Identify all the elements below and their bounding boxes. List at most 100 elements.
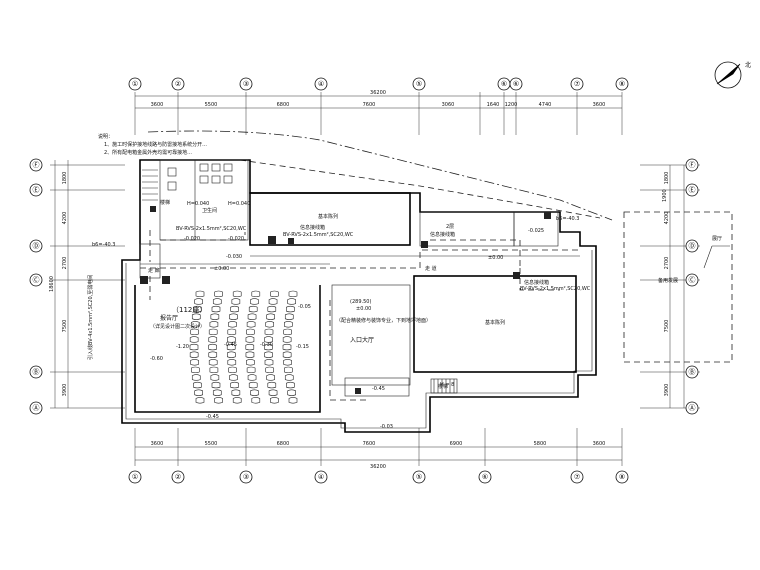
dims-left: 18600 3900 7500 2700 4200 1800 [49,160,125,409]
seat-icon [248,381,258,389]
seat-icon [191,374,201,381]
dim-left-seg: 2700 [62,257,68,270]
room-stair: 楼梯 [160,199,170,206]
seat-icon [286,305,295,313]
elev-g: -0.60 [150,356,163,362]
seat-icon [288,397,298,404]
dim-top-seg: 5500 [205,102,218,108]
dim-right-seg: 2700 [664,257,670,270]
seat-icon [230,305,239,313]
elev-lobby-2: ±0.00 [356,306,371,312]
seat-icon [283,328,292,336]
dim-top-seg: 7600 [363,102,376,108]
elev-l: -0.45 [206,414,219,420]
wiring-runs [140,230,580,401]
box-label-1: 信息接线箱 [300,224,325,231]
dim-bottom-seg: 3600 [151,441,164,447]
box-label-3: 信息接线箱 [524,279,549,286]
seat-icon [282,343,292,351]
dim-left-overall: 18600 [49,276,55,292]
dim-bottom-seg: 5800 [534,441,547,447]
room-extra: 展厅 [712,236,722,242]
seat-icon [264,328,274,336]
dims-bottom: 3600 5500 6800 7600 6900 5800 3600 36200 [134,428,623,470]
dim-right-seg: 1800 [664,172,670,185]
seat-icon [264,343,273,351]
dim-bottom-seg: 3600 [593,441,606,447]
room-lecture-hall-note: （112座） [172,305,206,314]
seat-icon [247,374,257,381]
seat-icon [191,321,200,328]
grid-col-label: ⑦ [574,473,580,481]
seat-icon [264,351,273,358]
annotations: (289.50) ±0.00 （配合精装修与装饰专业，下到地坪地面） -0.02… [87,189,668,430]
grid-col-label: ⑦ [574,80,580,88]
grid-row-label: Ⓕ [689,161,696,169]
seat-icon [231,298,241,305]
grid-col-label: ⑥ [501,80,507,88]
seat-icon [195,397,205,404]
room-lobby: 入口大厅 [350,336,374,344]
seat-icon [210,313,220,320]
elev-p: -0.45 [372,386,385,392]
cable-1: BV-RVS-2x1.5mm²,SC20,WC [176,226,247,232]
grid-row-label: Ⓒ [33,276,40,284]
grid-col-label: ④ [318,473,324,481]
seat-icon [227,328,237,336]
grid-row-label: Ⓒ [689,276,696,284]
elev-d: H=0.040 [228,201,250,207]
seat-icon [287,298,296,305]
elev-n: ±0.00 [488,255,503,261]
grid-bubbles-bottom: ① ② ③ ④ ⑤ ⑥ ⑦ ⑧ [128,470,629,484]
grid-row-label: Ⓔ [689,186,696,194]
grid-col-label: ⑧ [619,80,625,88]
grid-row-label: Ⓔ [33,186,40,194]
seat-icon [245,336,255,343]
seat-icon [288,290,298,298]
seat-icon [193,305,202,313]
grid-row-label: Ⓕ [33,161,40,169]
seat-icon [191,366,200,374]
notes-heading: 说明： [98,133,113,140]
elev-e: ±0.00 [214,266,229,272]
site-boundary [147,130,613,221]
seat-icon [194,298,203,305]
grid-col-label: ⑧ [619,473,625,481]
seat-icon [282,351,292,358]
seat-icon [227,336,236,343]
dim-top-seg: 1200 [505,102,518,108]
dim-top-seg: 3600 [151,102,164,108]
grid-col-label: ② [175,473,181,481]
seat-icon [265,321,275,328]
dim-top-seg: 6800 [277,102,290,108]
seat-icon [270,290,279,298]
seat-icon [265,366,275,374]
seat-icon [284,321,293,328]
seat-icon [251,397,261,404]
seat-icon [286,381,295,389]
dim-top-overall: 36200 [370,90,386,96]
dim-top-seg: 3600 [593,102,606,108]
grid-row-label: Ⓑ [33,368,40,376]
seat-icon [287,389,296,396]
seat-icon [283,359,292,366]
seat-icon [208,328,218,336]
grid-bubbles-top: ① ② ③ ④ ⑤ ⑥ ⑥ ⑦ ⑧ [128,77,629,91]
seat-icon [267,305,277,313]
seat-icon [232,397,242,404]
seat-icon [211,305,221,313]
box-label-2: 信息接线箱 [430,231,455,238]
elev-a: -0.020 [184,236,200,242]
dims-top: 36200 3600 5500 6800 7600 3060 1640 1200… [134,90,623,135]
seat-icon [208,359,218,366]
seat-icon [189,351,199,358]
elev-j: -0.15 [296,344,309,350]
dim-top-seg: 3060 [442,102,455,108]
elev-k: -0.05 [298,304,311,310]
elev-b: -0.020 [228,236,244,242]
seat-icon [247,313,257,320]
room-corridor-left: 走 廊 [148,267,160,274]
grid-row-label: Ⓓ [33,242,40,250]
room-lecture-hall-sub: （详见设计图二次设计） [150,323,205,330]
notes-block: 说明： 1、施工时保护接地线路与防雷接地系统分开... 2、所有配电箱金属外壳均… [98,133,207,156]
